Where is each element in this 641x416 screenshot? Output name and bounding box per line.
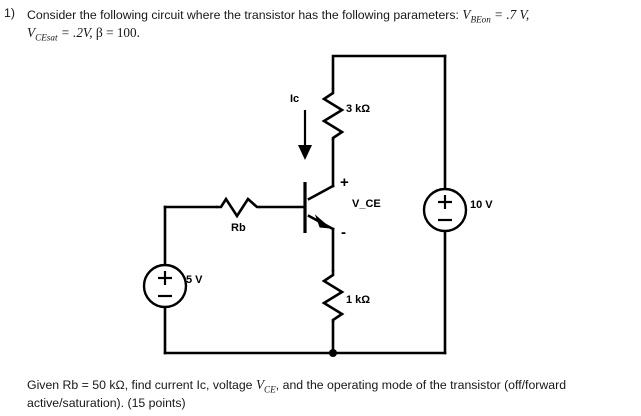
vbeon-value: = .7 V, <box>490 7 530 22</box>
transistor-npn <box>303 182 332 233</box>
vce-symbol: VCE <box>255 377 276 395</box>
beta-symbol: β <box>95 25 103 40</box>
question-line-1-text: Given Rb = 50 kΩ, find current Ic, volta… <box>27 378 256 392</box>
wire-collector-diagonal <box>307 184 335 201</box>
problem-line-2: VCEsat = .2V, β = 100. <box>27 24 140 47</box>
wire-top-rail <box>331 54 447 90</box>
problem-line-1-text: Consider the following circuit where the… <box>27 8 463 22</box>
label-vce-polarity-plus: + <box>340 174 349 191</box>
vcesat-subscript: CEsat <box>35 32 58 43</box>
vce-subscript: CE <box>264 384 276 395</box>
voltage-source-10v-circle <box>422 187 468 233</box>
vce-v: V <box>255 377 265 392</box>
label-collector-resistor: 3 kΩ <box>346 103 371 115</box>
label-vce: V_CE <box>352 198 381 210</box>
resistor-emitter-1k <box>321 270 345 322</box>
vbeon-symbol: VBEon <box>462 7 491 25</box>
vbeon-subscript: BEon <box>470 14 491 25</box>
vcesat-value: = .2V, <box>57 25 96 40</box>
current-arrow-ic-head <box>298 145 312 160</box>
problem-line-1: Consider the following circuit where the… <box>27 6 529 29</box>
vbeon-v: V <box>462 7 471 22</box>
question-line-2: active/saturation). (15 points) <box>27 396 186 410</box>
voltage-source-5v-circle <box>142 263 188 309</box>
vcesat-symbol: VCEsat <box>27 25 58 43</box>
label-supply-10v: 10 V <box>470 199 493 211</box>
label-base-resistor: Rb <box>231 222 246 234</box>
beta-value: = 100. <box>102 25 140 40</box>
label-vce-polarity-minus: - <box>341 224 346 241</box>
question-line-1: Given Rb = 50 kΩ, find current Ic, volta… <box>27 376 566 399</box>
question-number: 1) <box>4 6 15 20</box>
label-supply-5v: 5 V <box>186 274 203 286</box>
label-emitter-resistor: 1 kΩ <box>346 294 371 306</box>
current-arrow-ic <box>298 110 312 160</box>
resistor-collector-3k <box>321 88 345 140</box>
vcesat-v: V <box>27 25 36 40</box>
junction-dot-emitter-ground <box>329 349 337 357</box>
resistor-base-rb <box>216 196 260 219</box>
voltage-source-5v <box>142 263 188 309</box>
label-collector-current: Ic <box>290 93 300 105</box>
voltage-source-10v <box>422 187 468 233</box>
transistor-emitter-arrow <box>314 214 332 229</box>
question-line-1-post: , and the operating mode of the transist… <box>275 378 567 392</box>
circuit-wires <box>163 54 447 355</box>
